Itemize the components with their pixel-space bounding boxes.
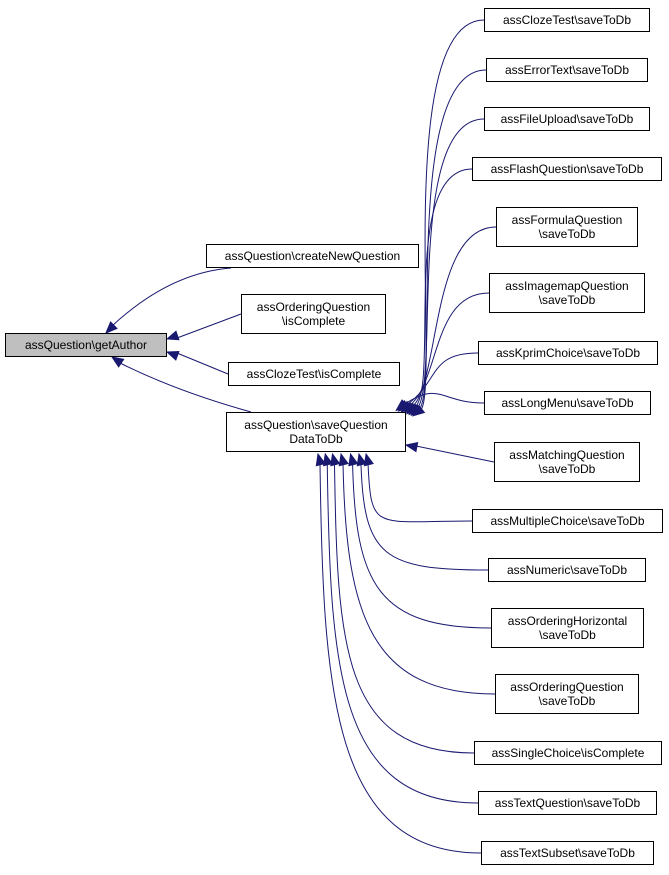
node-label-line: assFormulaQuestion bbox=[511, 213, 623, 227]
node-label-line: assQuestion\saveQuestion bbox=[244, 418, 388, 432]
edge-longMenuSave-to-saveQuestionDataToDb bbox=[403, 392, 485, 405]
edge-multipleChoiceSave-to-saveQuestionDataToDb bbox=[367, 463, 473, 523]
edge-saveQuestionDataToDb-to-getAuthor bbox=[119, 362, 252, 413]
node-flash-question-save-to-db[interactable]: assFlashQuestion\saveToDb bbox=[472, 157, 662, 181]
edge-singleChoiceIsComplete-to-saveQuestionDataToDb bbox=[333, 463, 475, 754]
node-label-line: assClozeTest\saveToDb bbox=[502, 13, 632, 27]
node-label-line: \saveToDb bbox=[538, 462, 596, 476]
edge-textSubsetSave-to-saveQuestionDataToDb-arrowhead bbox=[315, 452, 326, 467]
node-text-subset-save-to-db[interactable]: assTextSubset\saveToDb bbox=[481, 841, 654, 865]
node-label-line: \saveToDb bbox=[538, 293, 596, 307]
node-label-line: assMultipleChoice\saveToDb bbox=[490, 514, 645, 528]
node-label-line: assQuestion\createNewQuestion bbox=[224, 249, 401, 263]
node-label-line: assImagemapQuestion bbox=[505, 279, 629, 293]
node-ordering-horizontal-save-to-db[interactable]: assOrderingHorizontal \saveToDb bbox=[491, 608, 644, 648]
node-label-line: DataToDb bbox=[289, 432, 343, 446]
node-cloze-test-is-complete[interactable]: assClozeTest\isComplete bbox=[228, 362, 400, 386]
node-label-line: assErrorText\saveToDb bbox=[504, 63, 630, 77]
node-label-line: assMatchingQuestion bbox=[509, 448, 625, 462]
node-formula-question-save-to-db[interactable]: assFormulaQuestion \saveToDb bbox=[496, 207, 638, 247]
node-long-menu-save-to-db[interactable]: assLongMenu\saveToDb bbox=[484, 391, 651, 415]
edge-clozeIsComplete-to-getAuthor bbox=[176, 352, 229, 375]
node-create-new-question[interactable]: assQuestion\createNewQuestion bbox=[206, 244, 419, 268]
edge-orderingQuestionSave-to-saveQuestionDataToDb bbox=[342, 463, 496, 695]
node-ordering-question-save-to-db[interactable]: assOrderingQuestion \saveToDb bbox=[495, 674, 639, 714]
node-text-question-save-to-db[interactable]: assTextQuestion\saveToDb bbox=[478, 791, 657, 815]
node-label-line: assClozeTest\isComplete bbox=[246, 367, 382, 381]
node-save-question-data-to-db[interactable]: assQuestion\saveQuestion DataToDb bbox=[226, 412, 406, 452]
node-multiple-choice-save-to-db[interactable]: assMultipleChoice\saveToDb bbox=[472, 509, 663, 533]
edge-saveQuestionDataToDb-to-getAuthor-arrowhead bbox=[110, 356, 125, 368]
node-label-line: \saveToDb bbox=[538, 227, 596, 241]
edge-singleChoiceIsComplete-to-saveQuestionDataToDb-arrowhead bbox=[330, 452, 341, 467]
edge-multipleChoiceSave-to-saveQuestionDataToDb-arrowhead bbox=[363, 452, 374, 467]
node-get-author: assQuestion\getAuthor bbox=[5, 333, 167, 357]
node-label-line: assLongMenu\saveToDb bbox=[501, 396, 634, 410]
edge-orderingQuestionSave-to-saveQuestionDataToDb-arrowhead bbox=[338, 452, 349, 467]
edge-longMenuSave-to-saveQuestionDataToDb-arrowhead bbox=[395, 399, 409, 412]
node-label-line: assOrderingHorizontal bbox=[507, 614, 628, 628]
edge-orderingIsComplete-to-getAuthor bbox=[176, 313, 242, 339]
node-label-line: assOrderingQuestion bbox=[510, 680, 624, 694]
node-matching-question-save-to-db[interactable]: assMatchingQuestion \saveToDb bbox=[494, 442, 640, 482]
node-imagemap-question-save-to-db[interactable]: assImagemapQuestion \saveToDb bbox=[489, 273, 645, 313]
node-label-line: assKprimChoice\saveToDb bbox=[495, 346, 641, 360]
node-label-line: assSingleChoice\isComplete bbox=[491, 746, 645, 760]
node-kprim-choice-save-to-db[interactable]: assKprimChoice\saveToDb bbox=[478, 341, 658, 365]
edge-flashSave-to-saveQuestionDataToDb bbox=[414, 168, 473, 409]
node-label-line: \isComplete bbox=[281, 314, 346, 328]
edge-createNewQuestion-to-getAuthor-arrowhead bbox=[105, 321, 118, 334]
node-label-line: \saveToDb bbox=[539, 628, 596, 642]
node-label-line: assTextSubset\saveToDb bbox=[500, 846, 635, 860]
node-file-upload-save-to-db[interactable]: assFileUpload\saveToDb bbox=[484, 107, 650, 131]
node-label-line: assFileUpload\saveToDb bbox=[500, 112, 634, 126]
node-label-line: assNumeric\saveToDb bbox=[506, 563, 628, 577]
node-label-line: assQuestion\getAuthor bbox=[24, 338, 148, 352]
edge-matchingSave-to-saveQuestionDataToDb bbox=[415, 445, 495, 463]
edge-createNewQuestion-to-getAuthor bbox=[111, 267, 232, 327]
edge-numericSave-to-saveQuestionDataToDb-arrowhead bbox=[356, 452, 367, 467]
node-ordering-question-is-complete[interactable]: assOrderingQuestion \isComplete bbox=[241, 294, 386, 334]
edge-clozeIsComplete-to-getAuthor-arrowhead bbox=[165, 350, 180, 361]
node-cloze-test-save-to-db[interactable]: assClozeTest\saveToDb bbox=[484, 8, 650, 32]
edge-textQuestionSave-to-saveQuestionDataToDb bbox=[326, 463, 479, 804]
node-label-line: assFlashQuestion\saveToDb bbox=[490, 162, 644, 176]
node-error-text-save-to-db[interactable]: assErrorText\saveToDb bbox=[486, 58, 648, 82]
node-label-line: assOrderingQuestion bbox=[256, 300, 371, 314]
edge-orderingHorizontalSave-to-saveQuestionDataToDb-arrowhead bbox=[348, 452, 359, 467]
edge-orderingHorizontalSave-to-saveQuestionDataToDb bbox=[352, 463, 492, 629]
node-single-choice-is-complete[interactable]: assSingleChoice\isComplete bbox=[474, 741, 662, 765]
edge-textQuestionSave-to-saveQuestionDataToDb-arrowhead bbox=[322, 452, 334, 467]
node-label-line: \saveToDb bbox=[538, 694, 596, 708]
edge-kprimSave-to-saveQuestionDataToDb bbox=[406, 352, 479, 406]
edge-orderingIsComplete-to-getAuthor-arrowhead bbox=[165, 330, 180, 341]
node-label-line: assTextQuestion\saveToDb bbox=[494, 796, 641, 810]
edge-errorTextSave-to-saveQuestionDataToDb bbox=[418, 69, 487, 410]
edge-clozeSave-to-saveQuestionDataToDb bbox=[420, 19, 485, 411]
edge-numericSave-to-saveQuestionDataToDb bbox=[360, 463, 489, 571]
edge-textSubsetSave-to-saveQuestionDataToDb bbox=[319, 463, 482, 854]
node-numeric-save-to-db[interactable]: assNumeric\saveToDb bbox=[488, 558, 646, 582]
edge-matchingSave-to-saveQuestionDataToDb-arrowhead bbox=[404, 442, 419, 453]
